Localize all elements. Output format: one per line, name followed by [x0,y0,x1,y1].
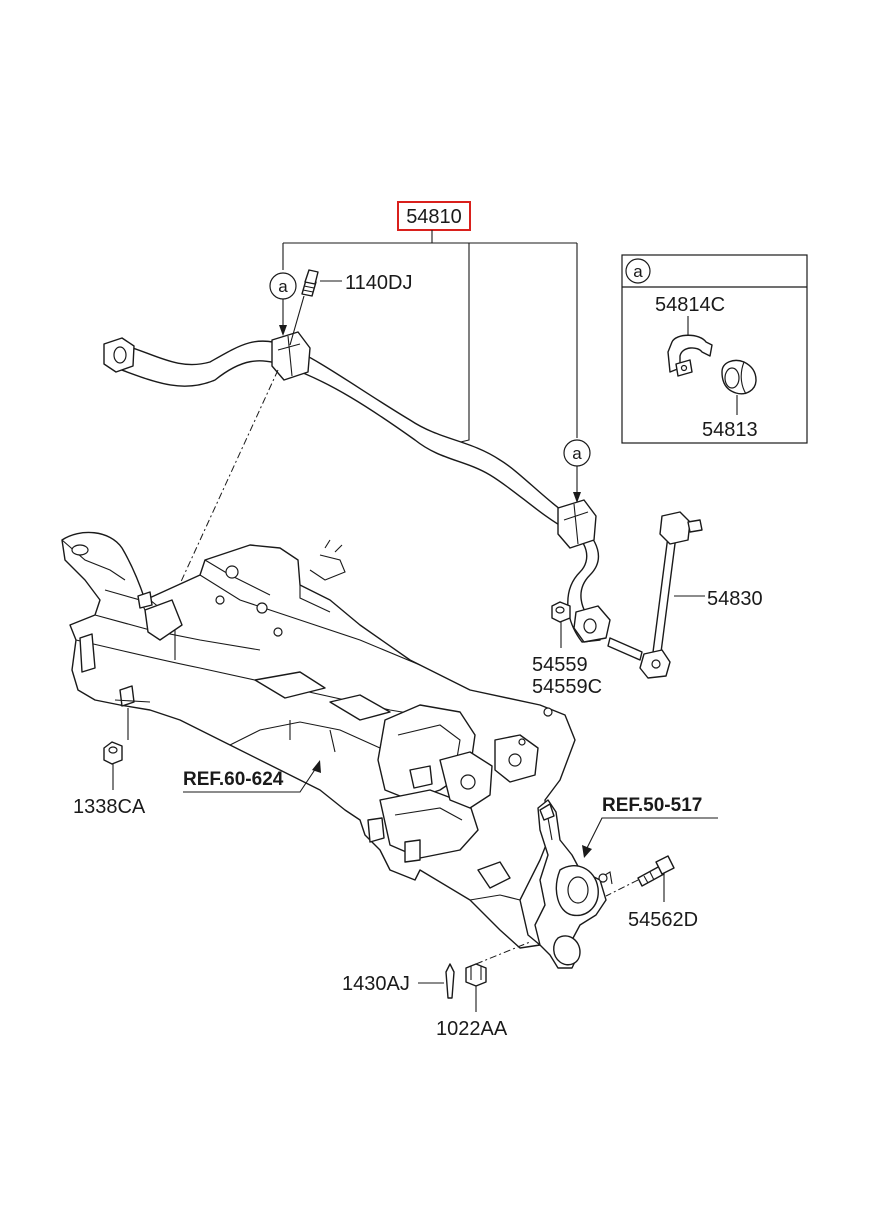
inset-callout-letter: a [633,262,643,281]
bolt-1140dj[interactable]: 1140DJ [289,269,412,346]
callout-letter: a [278,277,288,296]
cotter-pin-1430aj-label: 1430AJ [342,973,410,995]
nut-54559[interactable]: 54559 54559C [532,601,602,698]
nut-54559-label: 54559 [532,654,588,676]
callout-a-right[interactable]: a [563,439,591,503]
link-54830-label: 54830 [707,588,763,610]
ref-60-624-label: REF.60-624 [183,769,284,790]
ref-50-517[interactable]: REF.50-517 [582,795,718,858]
bushing-54813[interactable]: 54813 [702,359,758,441]
cotter-pin-1430aj[interactable]: 1430AJ [342,963,455,999]
main-part-highlight-box [397,201,471,231]
bracket-54814c[interactable]: 54814C [655,294,725,377]
bolt-54562d[interactable]: 54562D [605,855,698,931]
castle-nut-1022aa[interactable]: 1022AA [436,941,531,1040]
main-part-leader-tree [282,230,578,446]
inset-box-a: a 54814C 54813 [621,254,808,444]
castle-nut-1022aa-label: 1022AA [436,1018,508,1040]
bushing-54813-label: 54813 [702,419,758,441]
knuckle-assembly[interactable] [534,799,613,969]
ref-60-624[interactable]: REF.60-624 [183,760,321,793]
callout-letter: a [572,444,582,463]
stabilizer-link-54830[interactable]: 54830 [607,511,763,679]
stabilizer-bar[interactable] [103,331,611,643]
nut-1338ca-label: 1338CA [73,796,146,818]
inset-callout-circle [625,258,651,284]
callout-a-left[interactable]: a [269,272,297,336]
nut-1338ca[interactable]: 1338CA [73,708,146,818]
nut-54559c-label: 54559C [532,676,602,698]
main-part-callout[interactable]: 54810 [397,201,471,231]
bolt-54562d-label: 54562D [628,909,698,931]
bracket-54814c-label: 54814C [655,294,725,316]
subframe[interactable] [61,531,576,949]
bolt-1140dj-label: 1140DJ [345,272,412,294]
main-part-label: 54810 [406,206,462,228]
ref-50-517-label: REF.50-517 [602,795,702,816]
alignment-line [167,369,279,611]
